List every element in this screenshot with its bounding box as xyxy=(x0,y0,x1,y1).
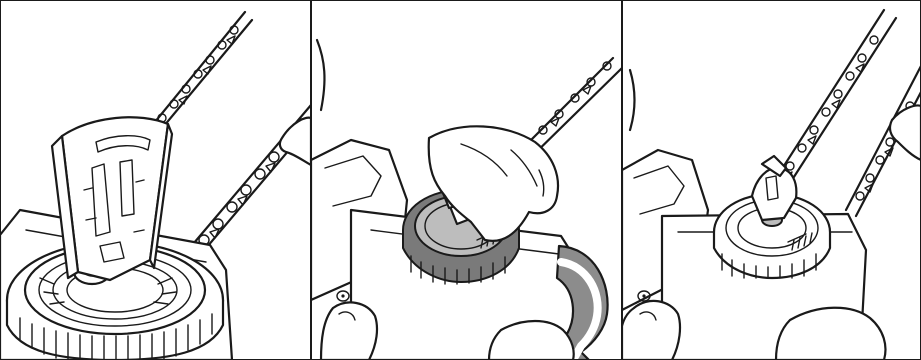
hand-holding-icon xyxy=(321,302,377,360)
hand-holding-icon xyxy=(622,301,680,360)
panel-step-2 xyxy=(311,0,622,360)
panel-3-illustration xyxy=(622,0,921,360)
bar-edge-icon xyxy=(317,40,324,110)
bar-edge-icon xyxy=(630,70,635,130)
panel-step-1 xyxy=(0,0,311,360)
panel-2-illustration xyxy=(311,0,622,360)
panel-step-3 xyxy=(622,0,921,360)
folding-handle-icon xyxy=(52,117,172,280)
hand-icon xyxy=(280,118,311,165)
chain-tensioner-cap-icon xyxy=(714,156,830,278)
hand-icon xyxy=(890,106,921,160)
panel-1-illustration xyxy=(0,0,311,360)
